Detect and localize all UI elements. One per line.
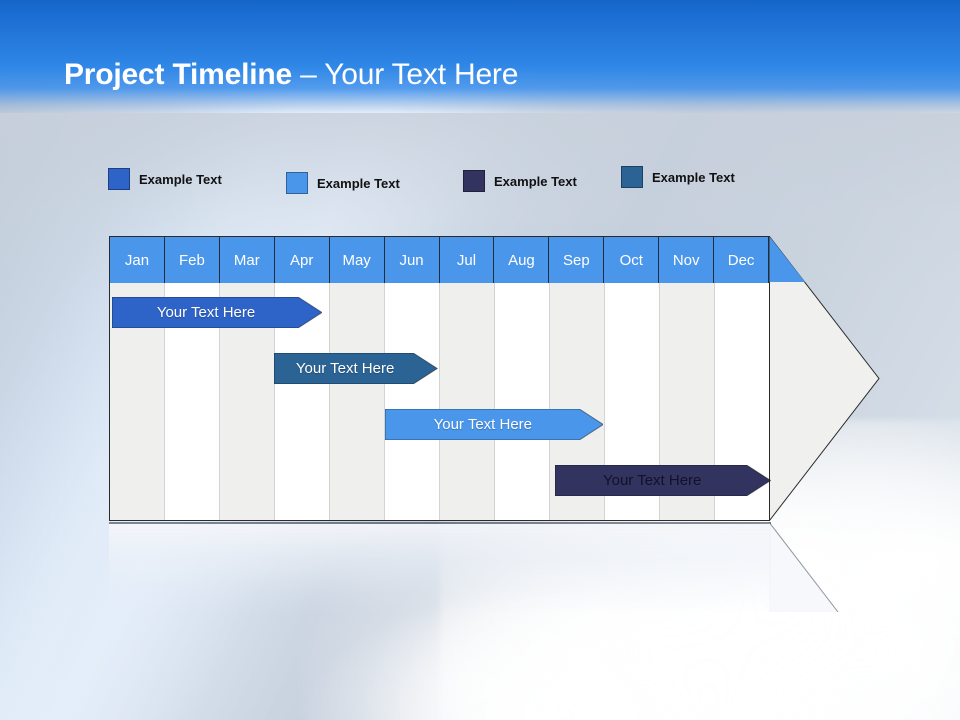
task-bar-label-2: Your Text Here	[295, 360, 395, 377]
task-bar-arrow-shape-2	[274, 353, 438, 384]
task-bar-label-4: Your Text Here	[602, 472, 702, 489]
legend-swatch-navy	[463, 170, 485, 192]
page-title: Project Timeline – Your Text Here	[64, 58, 518, 92]
legend-label-4: Example Text	[652, 169, 735, 185]
task-bar-arrow-shape-1	[112, 297, 323, 328]
legend-item-3[interactable]: Example Text	[463, 170, 577, 192]
timeline-task-bar-3[interactable]: Your Text Here	[384, 409, 603, 440]
timeline-arrow-head	[769, 236, 880, 521]
legend: Example Text Example Text Example Text E…	[108, 165, 808, 197]
month-header-dec[interactable]: Dec	[714, 237, 769, 283]
legend-item-1[interactable]: Example Text	[108, 168, 222, 190]
legend-item-4[interactable]: Example Text	[621, 166, 735, 188]
legend-swatch-royal-blue	[108, 168, 130, 190]
timeline-task-bar-4[interactable]: Your Text Here	[555, 465, 771, 496]
legend-item-2[interactable]: Example Text	[286, 172, 400, 194]
month-header-nov[interactable]: Nov	[659, 237, 715, 283]
timeline-column-jan	[110, 237, 165, 520]
legend-label-3: Example Text	[494, 173, 577, 189]
month-header-oct[interactable]: Oct	[604, 237, 660, 283]
month-header-aug[interactable]: Aug	[494, 237, 550, 283]
month-header-sep[interactable]: Sep	[549, 237, 605, 283]
month-header-jun[interactable]: Jun	[384, 237, 440, 283]
month-header-apr[interactable]: Apr	[274, 237, 330, 283]
legend-label-1: Example Text	[139, 171, 222, 187]
timeline-task-bar-2[interactable]: Your Text Here	[274, 353, 438, 384]
task-bar-arrow-shape-3	[384, 409, 603, 440]
title-band	[0, 0, 960, 113]
timeline-task-bar-1[interactable]: Your Text Here	[112, 297, 323, 328]
task-bar-label-3: Your Text Here	[433, 416, 533, 433]
month-header-jul[interactable]: Jul	[439, 237, 495, 283]
title-light-part: Your Text Here	[324, 58, 519, 91]
legend-label-2: Example Text	[317, 175, 400, 191]
task-bar-label-1: Your Text Here	[156, 304, 256, 321]
month-header-jan[interactable]: Jan	[110, 237, 165, 283]
title-strong-part: Project Timeline	[64, 58, 292, 91]
title-separator: –	[292, 58, 325, 91]
month-header-mar[interactable]: Mar	[219, 237, 275, 283]
timeline-column-jul	[440, 237, 495, 520]
timeline-column-aug	[495, 237, 550, 520]
legend-swatch-light-blue	[286, 172, 308, 194]
month-header-may[interactable]: May	[329, 237, 385, 283]
month-header-feb[interactable]: Feb	[164, 237, 220, 283]
legend-swatch-steel-blue	[621, 166, 643, 188]
timeline-column-stripes	[110, 237, 769, 520]
timeline-column-feb	[165, 237, 220, 520]
background-cloud-center	[300, 540, 730, 720]
task-bar-arrow-shape-4	[555, 465, 771, 496]
